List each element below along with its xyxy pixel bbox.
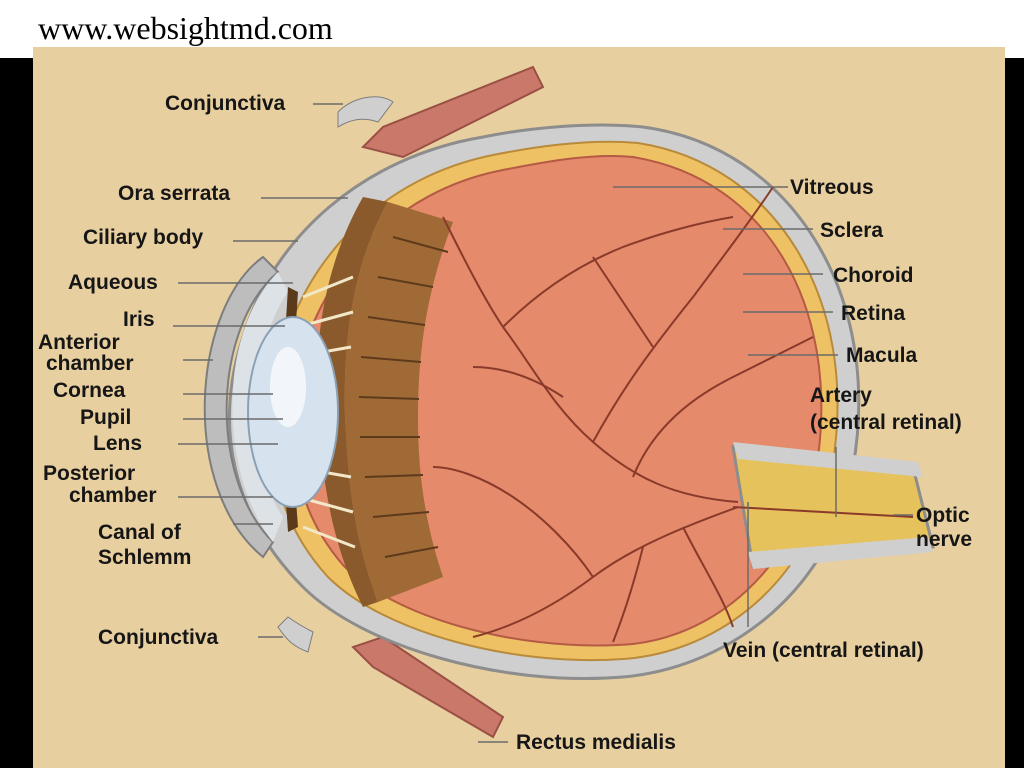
- label-aqueous: Aqueous: [68, 271, 158, 294]
- cornea: [203, 255, 280, 559]
- label-canal-schlemm-1: Canal of: [98, 521, 181, 544]
- label-pupil: Pupil: [80, 406, 132, 429]
- label-anterior-chamber-1: Anterior: [38, 331, 120, 354]
- site-url: www.websightmd.com: [38, 10, 333, 46]
- ciliary-body: [316, 197, 388, 607]
- label-lens: Lens: [93, 432, 143, 455]
- label-posterior-chamber-2: chamber: [69, 484, 157, 507]
- optic-nerve-sheath: [733, 442, 923, 477]
- label-ciliary-body: Ciliary body: [83, 226, 204, 249]
- label-sclera: Sclera: [820, 219, 884, 242]
- label-macula: Macula: [846, 344, 918, 367]
- label-artery-2: (central retinal): [810, 411, 962, 434]
- label-canal-schlemm-2: Schlemm: [98, 546, 192, 569]
- label-choroid: Choroid: [833, 264, 914, 287]
- rectus-muscle-bottom: [351, 635, 505, 739]
- label-conjunctiva-top: Conjunctiva: [165, 92, 286, 115]
- label-vitreous: Vitreous: [790, 176, 874, 199]
- label-artery-1: Artery: [810, 384, 872, 407]
- conjunctiva-top-flap: [337, 96, 394, 128]
- label-retina: Retina: [841, 302, 906, 325]
- anterior-chamber: [232, 272, 288, 542]
- label-rectus-medialis: Rectus medialis: [516, 731, 676, 754]
- ciliary-striations: [358, 236, 449, 558]
- rectus-muscle-top: [361, 65, 545, 159]
- label-posterior-chamber-1: Posterior: [43, 462, 136, 485]
- label-conjunctiva-bottom: Conjunctiva: [98, 626, 219, 649]
- optic-nerve-sheath-lower: [748, 537, 933, 569]
- retinal-vessels: [432, 186, 914, 643]
- conjunctiva-bottom-flap: [277, 616, 314, 653]
- eye-illustration: [173, 65, 935, 743]
- label-vein: Vein (central retinal): [723, 639, 924, 662]
- label-optic-nerve-2: nerve: [916, 528, 973, 551]
- leader-lines: [173, 103, 913, 743]
- label-cornea: Cornea: [53, 379, 126, 402]
- eye-anatomy-diagram: Conjunctiva Ora serrata Ciliary body Aqu…: [33, 47, 1005, 768]
- label-ora-serrata: Ora serrata: [118, 182, 231, 205]
- label-anterior-chamber-2: chamber: [46, 352, 134, 375]
- label-optic-nerve-1: Optic: [916, 504, 970, 527]
- ciliary-band-inner: [344, 202, 453, 602]
- label-iris: Iris: [123, 308, 155, 331]
- lens-highlight: [270, 347, 306, 427]
